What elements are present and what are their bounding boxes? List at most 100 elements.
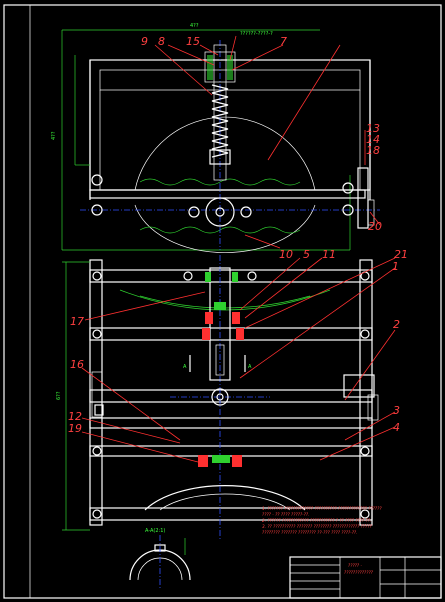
bottom-rail-4 bbox=[89, 417, 373, 429]
callout-line-12 bbox=[81, 417, 181, 444]
callout-19: 19 bbox=[68, 422, 82, 435]
callout-line-21 bbox=[244, 257, 396, 329]
callout-15: 15 bbox=[186, 35, 200, 48]
bottom-post-right bbox=[359, 259, 373, 526]
bottom-drum bbox=[144, 485, 306, 511]
callout-line-4 bbox=[319, 426, 396, 461]
bottom-bolt-7 bbox=[360, 446, 370, 456]
top-disk-lower bbox=[134, 204, 316, 253]
section-detail: A-A(2:1) bbox=[129, 528, 191, 590]
bottom-bracket-left bbox=[91, 371, 103, 418]
callout-1: 1 bbox=[392, 260, 399, 273]
bottom-bracket-right-b bbox=[367, 394, 379, 421]
callout-3: 3 bbox=[393, 404, 400, 417]
bottom-bolt-3 bbox=[92, 446, 102, 456]
bottom-block-red-c bbox=[202, 328, 210, 340]
bottom-block-green-d bbox=[212, 455, 230, 463]
bottom-bolt-1 bbox=[92, 271, 102, 281]
top-bolt-l bbox=[188, 206, 200, 218]
top-bracket-right-b bbox=[367, 199, 375, 226]
bottom-height-dimension: 6?? bbox=[56, 391, 62, 400]
callout-line-2 bbox=[344, 329, 396, 401]
technical-notes: 1. ??????? ????????????? ?????????? ????… bbox=[262, 506, 382, 535]
note-line-1: 1. ??????? ????????????? ?????????? ????… bbox=[262, 506, 382, 511]
section-detail-label: A-A(2:1) bbox=[145, 528, 165, 534]
callout-8: 8 bbox=[158, 35, 165, 48]
top-wave-green bbox=[139, 178, 301, 186]
bottom-bolt-10 bbox=[247, 271, 257, 281]
top-width-dimension: 4?? bbox=[190, 23, 199, 29]
bottom-shaft-core bbox=[215, 344, 225, 376]
bottom-rail-2 bbox=[89, 327, 373, 341]
callout-18: 18 bbox=[366, 144, 380, 157]
bottom-block-red-f bbox=[232, 455, 242, 467]
top-bolt-rb bbox=[342, 204, 354, 216]
section-mark-left: A bbox=[183, 364, 187, 370]
top-hub-outer bbox=[205, 197, 235, 227]
bottom-block-green-c bbox=[214, 302, 226, 310]
title-name-line-1: ????? - bbox=[348, 563, 362, 568]
bottom-block-red-r bbox=[232, 312, 240, 324]
callout-line-9 bbox=[154, 44, 213, 96]
bottom-hub bbox=[211, 388, 229, 406]
bottom-block-green-b bbox=[232, 272, 238, 282]
callout-5: 5 bbox=[303, 248, 310, 261]
top-hub-inner bbox=[215, 207, 225, 217]
note-line-4: 3. ?? ?????????? ??????? ???????? ??????… bbox=[262, 524, 373, 529]
top-bolt-ll bbox=[91, 174, 103, 186]
bottom-hub-core bbox=[216, 393, 224, 401]
bottom-rail-5 bbox=[89, 445, 373, 457]
callout-line-7 bbox=[231, 44, 284, 71]
callout-line-thread bbox=[229, 35, 237, 61]
callout-line-10 bbox=[244, 234, 281, 249]
section-mark-right: A bbox=[248, 364, 252, 370]
callout-line-11 bbox=[244, 257, 323, 319]
bottom-bolt-6 bbox=[360, 329, 370, 339]
title-block: ????? - ????????????? bbox=[289, 556, 442, 599]
bottom-view: A A 6?? 5 11 21 1 17 2 16 12 19 3 4 bbox=[56, 248, 408, 540]
callout-7: 7 bbox=[280, 35, 287, 48]
callout-4: 4 bbox=[393, 421, 400, 434]
callout-line-8 bbox=[167, 44, 215, 66]
bottom-block-red-l bbox=[205, 312, 213, 324]
top-bolt-r bbox=[240, 206, 252, 218]
note-line-5: ???????? ??????? ???????? ??-??? ???? ??… bbox=[262, 530, 357, 535]
bottom-bracket-right bbox=[343, 374, 375, 398]
bottom-block-red-e bbox=[198, 455, 208, 467]
bottom-block-red-d bbox=[236, 328, 244, 340]
callout-line-6 bbox=[267, 44, 341, 161]
top-bolt-lb bbox=[91, 204, 103, 216]
bottom-drum-inner bbox=[159, 493, 291, 511]
callout-line-5 bbox=[239, 257, 301, 311]
top-nut-hatch-b bbox=[227, 55, 233, 80]
bottom-bolt-2 bbox=[92, 329, 102, 339]
note-line-2: ???? - ?? ???? ?????-??. bbox=[262, 512, 309, 517]
top-spring bbox=[211, 84, 229, 158]
note-line-3: 2. ?????? ???????????? ??????????? ? ?? … bbox=[262, 518, 372, 523]
callout-line-17 bbox=[84, 291, 206, 321]
callout-10: 10 bbox=[279, 248, 293, 261]
bottom-bolt-8 bbox=[360, 509, 370, 519]
top-bracket-right bbox=[357, 167, 369, 229]
top-nut-block bbox=[204, 51, 236, 83]
bottom-rail-1 bbox=[89, 269, 373, 283]
callout-line-19 bbox=[81, 431, 199, 463]
top-bolt-rl bbox=[342, 182, 354, 194]
callout-line-3 bbox=[344, 411, 396, 441]
callout-20: 20 bbox=[368, 220, 382, 233]
title-block-frame bbox=[289, 556, 442, 599]
bottom-block-green-a bbox=[205, 272, 211, 282]
callout-line-1 bbox=[239, 267, 396, 379]
callout-21: 21 bbox=[394, 248, 408, 261]
bottom-rail-3 bbox=[89, 389, 373, 403]
callout-13: 13 bbox=[366, 122, 380, 135]
title-name-line-2: ????????????? bbox=[344, 570, 374, 575]
callout-17: 17 bbox=[70, 315, 84, 328]
callout-11: 11 bbox=[322, 248, 336, 261]
callout-9: 9 bbox=[141, 35, 148, 48]
bottom-inner-frame bbox=[101, 281, 361, 509]
bottom-bolt-9 bbox=[183, 271, 193, 281]
top-screw-clamp bbox=[209, 149, 231, 165]
callout-line-20 bbox=[369, 211, 381, 226]
